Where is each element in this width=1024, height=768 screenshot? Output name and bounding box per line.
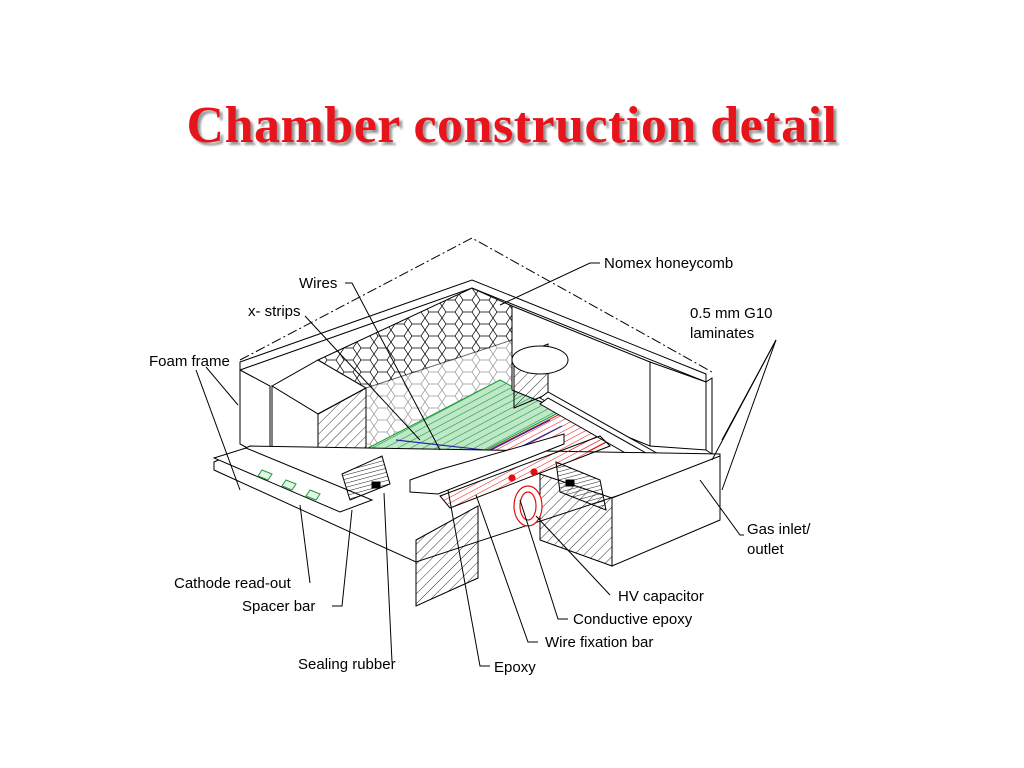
label-spacer-bar: Spacer bar [242,598,316,615]
label-gas-inlet-line2: outlet [747,541,784,558]
label-g10-laminates-line1: 0.5 mm G10 [690,305,773,322]
label-epoxy: Epoxy [494,659,536,676]
wire-fixation-bar [409,433,611,509]
slide-title: Chamber construction detail [186,97,838,154]
label-x-strips: x- strips [248,303,301,320]
spacer-bars [341,455,607,511]
foam-frame-right [511,305,713,455]
outer-outline [239,237,713,373]
label-hv-capacitor: HV capacitor [618,588,704,605]
label-cathode-read-out: Cathode read-out [174,575,291,592]
label-g10-laminates-line2: laminates [690,325,755,342]
label-gas-inlet-line1: Gas inlet/ [747,521,811,538]
cathode-readout [212,447,374,513]
base-slab [213,445,721,607]
label-wires: Wires [299,275,338,292]
label-wire-fixation-bar: Wire fixation bar [545,634,654,651]
label-foam-frame: Foam frame [149,353,230,370]
label-sealing-rubber: Sealing rubber [298,656,396,673]
leader-lines [195,262,777,667]
label-nomex-honeycomb: Nomex honeycomb [604,255,734,272]
label-conductive-epoxy: Conductive epoxy [573,611,693,628]
